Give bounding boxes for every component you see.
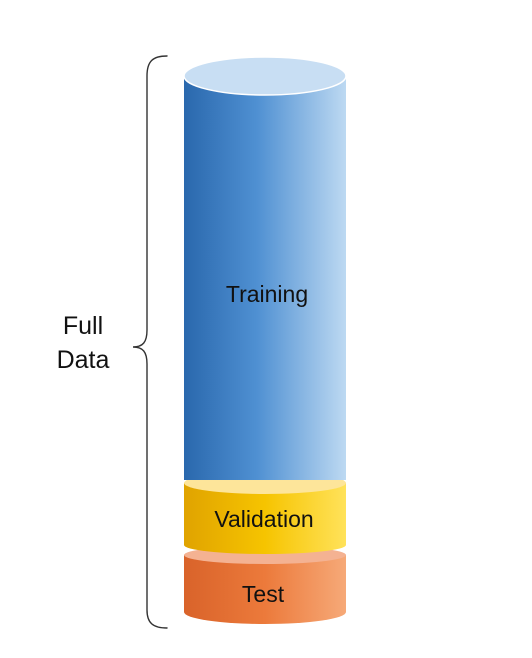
test-segment: Test: [184, 546, 346, 624]
curly-brace: [132, 55, 168, 629]
validation-label: Validation: [214, 506, 313, 532]
full-data-label-line-2: Data: [57, 346, 110, 374]
validation-cylinder-body: [184, 483, 346, 554]
test-cylinder-body: [184, 555, 346, 624]
training-label: Training: [226, 281, 308, 307]
training-cylinder-body: [184, 76, 346, 480]
full-data-label-line-1: Full: [63, 312, 103, 340]
test-label: Test: [242, 581, 285, 607]
training-segment: Training: [183, 56, 347, 480]
training-cylinder-top: [183, 56, 347, 96]
validation-segment: Validation: [184, 472, 346, 554]
